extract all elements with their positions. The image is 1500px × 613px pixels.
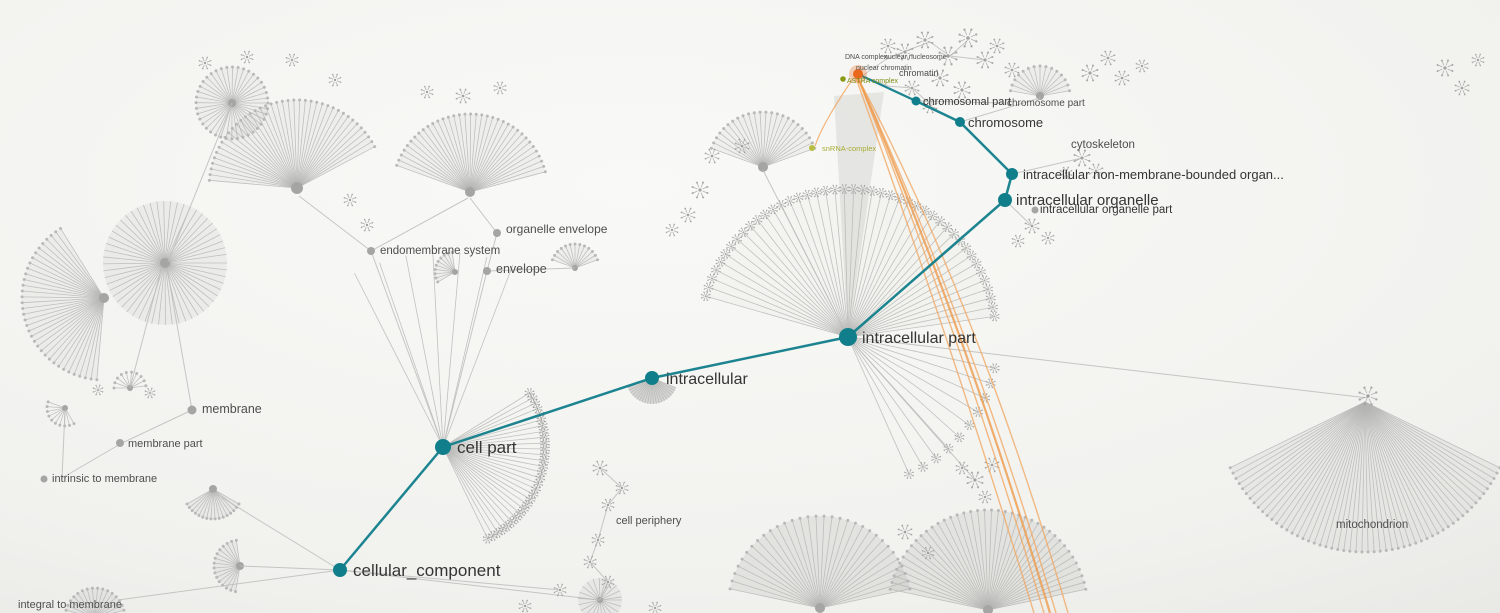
- highlighted-path-edges: [339, 75, 1014, 571]
- term-label: mitochondrion: [1336, 519, 1408, 531]
- term-label: intrinsic to membrane: [52, 473, 157, 485]
- term-label: envelope: [496, 262, 547, 276]
- term-label: chromosome part: [1007, 98, 1085, 109]
- term-label: intracellular organelle part: [1040, 204, 1173, 216]
- node-label-intracellular_part: intracellular part: [862, 330, 976, 347]
- fan-clusters: [20, 64, 1500, 613]
- node-chromosomal_part[interactable]: [911, 96, 921, 106]
- gray-node-dots: [40, 76, 1039, 483]
- node-intracellular_non_membrane_bounded_organelle[interactable]: [1006, 168, 1018, 180]
- term-label: membrane: [202, 402, 262, 416]
- highlighted-term-dot[interactable]: [809, 145, 815, 151]
- tiny-term-label: chromatin: [899, 68, 939, 78]
- term-label: integral to membrane: [18, 599, 122, 611]
- selected-term-dot[interactable]: [853, 69, 863, 79]
- term-labels: organelle envelope endomembrane system env…: [18, 98, 1408, 611]
- orange-edge-bundle: [814, 77, 1069, 613]
- node-label-chromosome: chromosome: [968, 115, 1043, 130]
- selected-term-node[interactable]: [849, 65, 867, 83]
- node-label-chromosomal_part: chromosomal part: [923, 96, 1011, 108]
- node-label-intracellular_non_membrane_bounded_organelle: intracellular non-membrane-bounded organ…: [1023, 167, 1284, 182]
- tiny-term-label: ASTRA complex: [847, 78, 898, 85]
- term-label: cytoskeleton: [1071, 139, 1135, 151]
- tiny-term-label: nuclear nucleosome: [884, 54, 947, 61]
- gray-edges: [61, 39, 1369, 601]
- node-cell_part[interactable]: [435, 439, 451, 455]
- highlighted-path-nodes: cellular_component cell part intracellular…: [333, 96, 1284, 580]
- node-label-cellular_component: cellular_component: [353, 561, 501, 580]
- term-label: cell periphery: [616, 515, 682, 527]
- tiny-term-label: snRNA-complex: [822, 144, 876, 153]
- node-chromosome[interactable]: [955, 117, 965, 127]
- node-label-intracellular: intracellular: [666, 371, 748, 388]
- term-label: membrane part: [128, 438, 203, 450]
- tiny-term-label: DNA complex: [845, 54, 888, 61]
- node-intracellular_organelle[interactable]: [998, 193, 1012, 207]
- node-label-intracellular_organelle: intracellular organelle: [1016, 192, 1159, 209]
- node-intracellular[interactable]: [645, 371, 659, 385]
- node-intracellular_part[interactable]: [839, 328, 857, 346]
- node-label-cell_part: cell part: [457, 438, 517, 457]
- node-cellular_component[interactable]: [333, 563, 347, 577]
- highlighted-term-dot[interactable]: [840, 76, 846, 82]
- term-label: organelle envelope: [506, 222, 608, 236]
- star-glyphs: [92, 28, 1485, 613]
- tiny-term-label: nuclear chromatin: [856, 65, 912, 72]
- term-label: endomembrane system: [380, 245, 500, 257]
